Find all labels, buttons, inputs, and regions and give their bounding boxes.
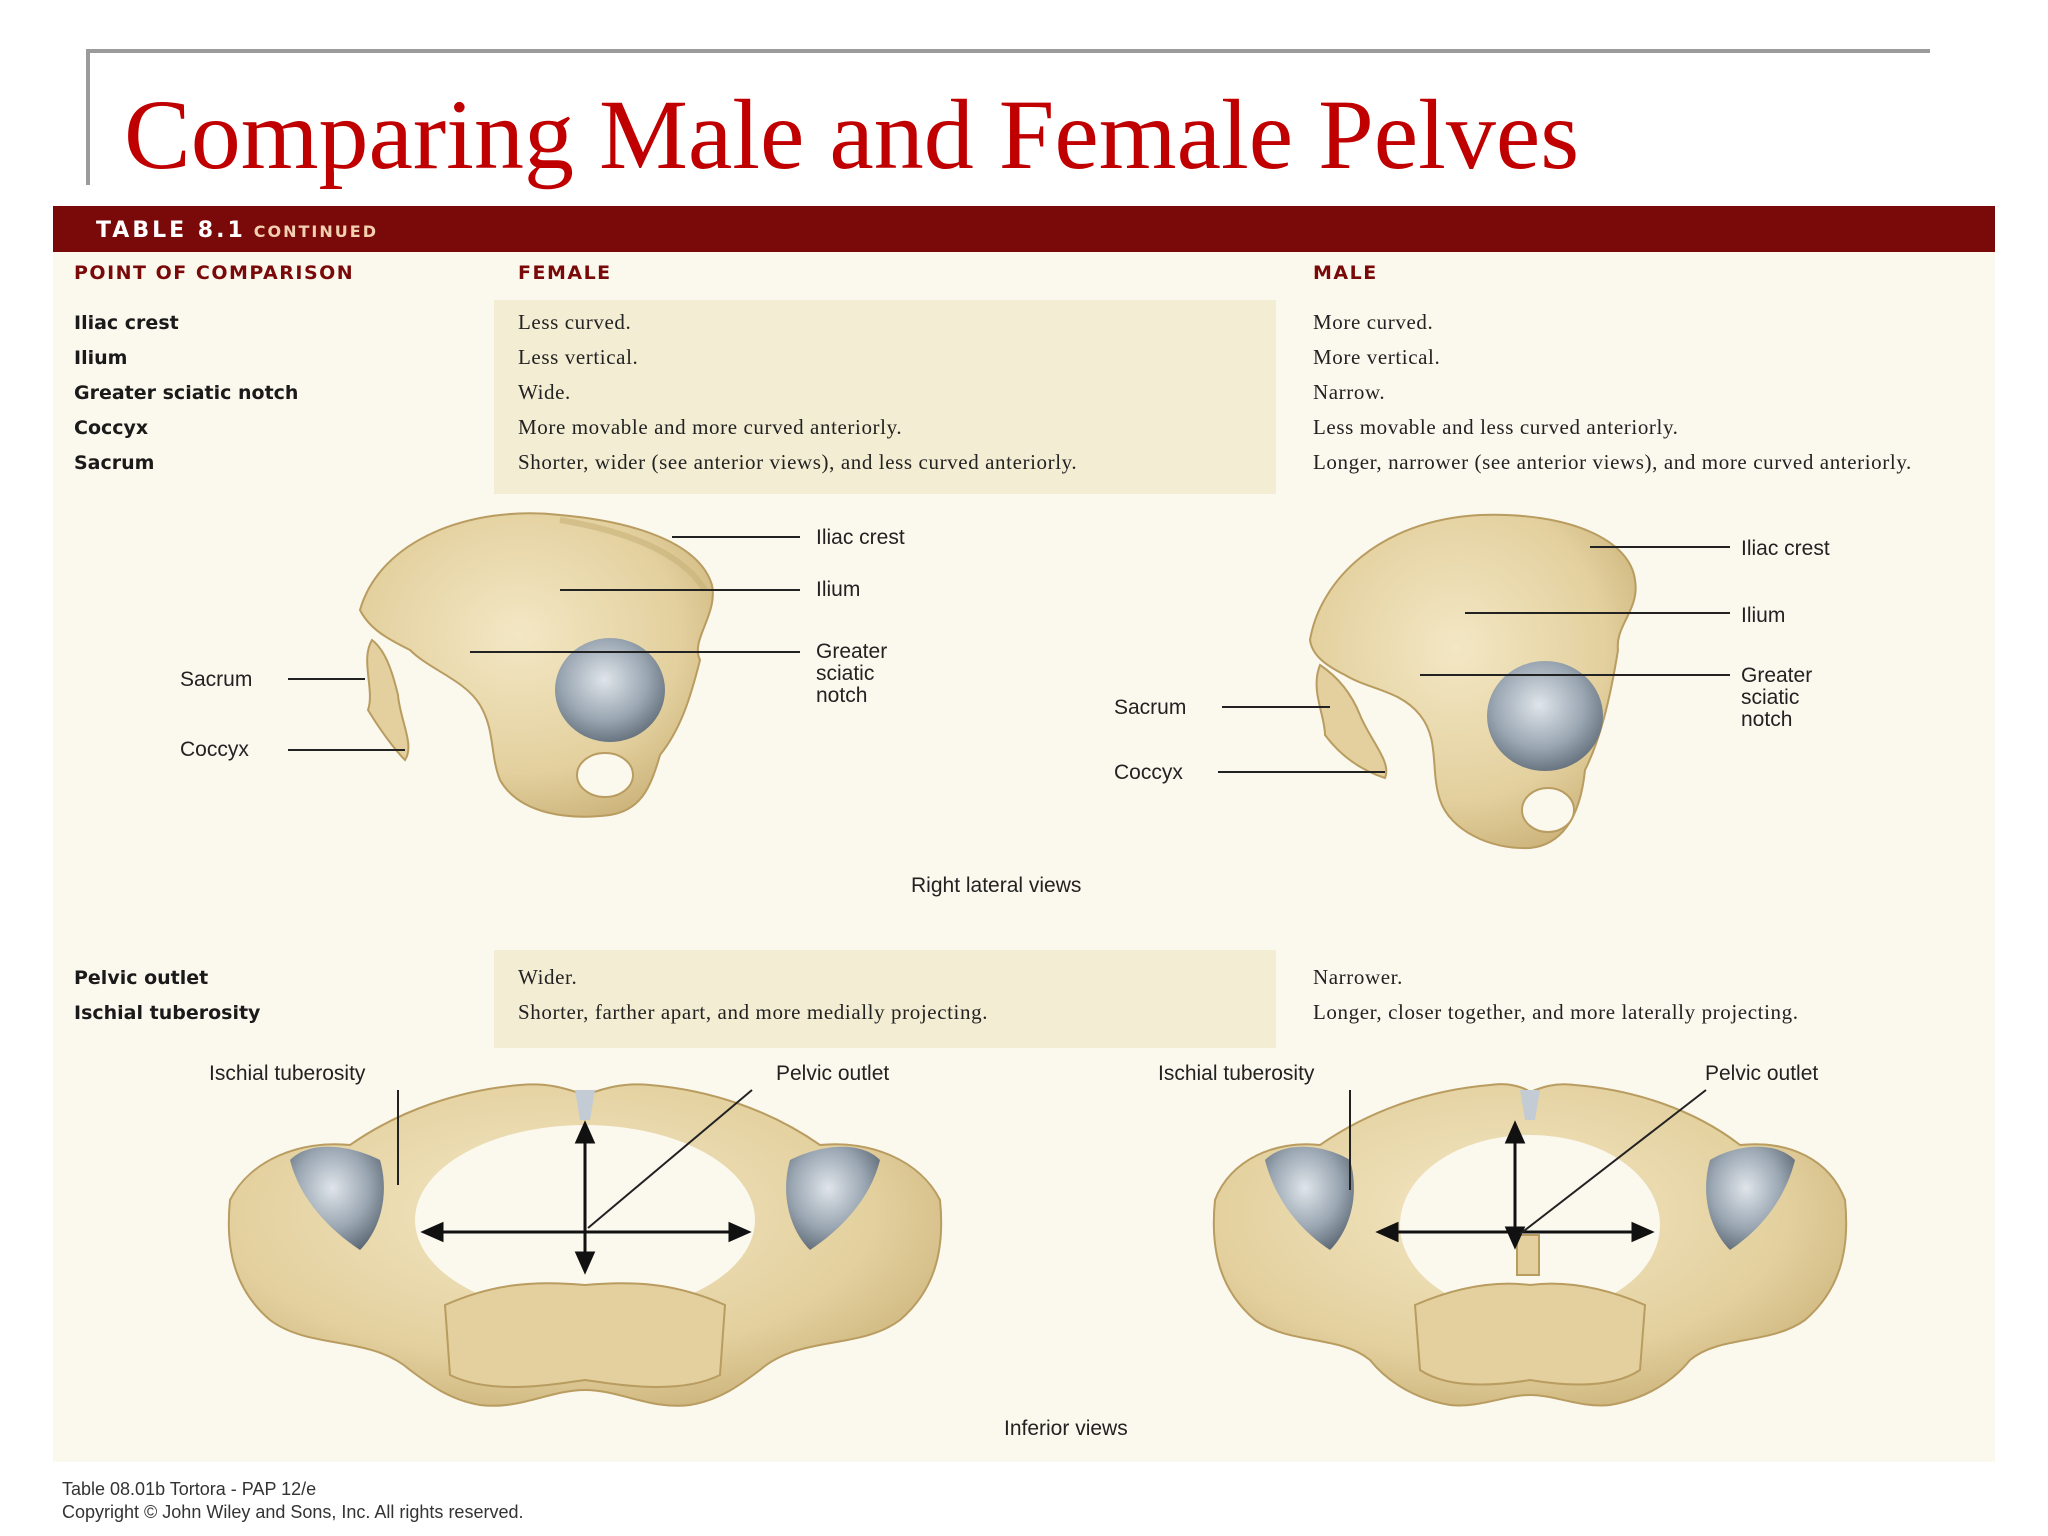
male-inferior-pelvis-figure xyxy=(1212,1083,1848,1407)
male-label-ischial-tuberosity: Ischial tuberosity xyxy=(1158,1062,1315,1085)
table-header-bar xyxy=(53,206,1995,252)
female-sacrum: Shorter, wider (see anterior views), and… xyxy=(518,450,1078,474)
female-pelvic-outlet-arrows xyxy=(420,1120,752,1275)
male-iliac-crest: More curved. xyxy=(1313,310,1434,334)
male-label-coccyx: Coccyx xyxy=(1114,761,1183,784)
row-label-sacrum: Sacrum xyxy=(74,452,155,474)
table-number: TABLE 8.1 xyxy=(96,218,246,243)
row-label-ischial-tuberosity: Ischial tuberosity xyxy=(74,1002,261,1024)
male-lateral-leader-lines xyxy=(1218,546,1730,773)
column-header-female: FEMALE xyxy=(518,262,612,284)
female-pelvic-outlet: Wider. xyxy=(518,965,578,989)
row-label-coccyx: Coccyx xyxy=(74,417,149,439)
row-label-pelvic-outlet: Pelvic outlet xyxy=(74,967,209,989)
female-label-coccyx: Coccyx xyxy=(180,738,249,761)
female-lateral-pelvis-figure xyxy=(358,512,714,818)
male-inferior-leader-lines xyxy=(1349,1089,1707,1235)
female-inferior-leader-lines xyxy=(397,1089,753,1229)
slide-frame-left-line xyxy=(86,49,90,185)
female-column-band-upper xyxy=(494,300,1276,494)
female-label-pelvic-outlet: Pelvic outlet xyxy=(776,1062,890,1085)
copyright-notice: Copyright © John Wiley and Sons, Inc. Al… xyxy=(62,1502,524,1522)
male-pelvic-outlet: Narrower. xyxy=(1313,965,1403,989)
male-label-sacrum: Sacrum xyxy=(1114,696,1187,719)
female-ischial-tuberosity: Shorter, farther apart, and more mediall… xyxy=(518,1000,989,1024)
female-label-iliac-crest: Iliac crest xyxy=(816,526,905,549)
male-coccyx: Less movable and less curved anteriorly. xyxy=(1313,415,1679,439)
male-ischial-tuberosity: Longer, closer together, and more latera… xyxy=(1313,1000,1799,1024)
female-lateral-leader-lines xyxy=(288,536,800,751)
inferior-views-caption: Inferior views xyxy=(1004,1417,1128,1440)
row-label-ilium: Ilium xyxy=(74,347,128,369)
male-label-pelvic-outlet: Pelvic outlet xyxy=(1705,1062,1819,1085)
female-iliac-crest: Less curved. xyxy=(518,310,632,334)
row-label-greater-sciatic-notch: Greater sciatic notch xyxy=(74,382,299,404)
female-label-ischial-tuberosity: Ischial tuberosity xyxy=(209,1062,366,1085)
female-label-ilium: Ilium xyxy=(816,578,861,601)
column-header-male: MALE xyxy=(1313,262,1378,284)
female-label-sacrum: Sacrum xyxy=(180,668,253,691)
female-greater-sciatic-notch: Wide. xyxy=(518,380,571,404)
column-header-comparison: POINT OF COMPARISON xyxy=(74,262,355,284)
female-coccyx: More movable and more curved anteriorly. xyxy=(518,415,903,439)
male-pelvic-outlet-arrows xyxy=(1375,1120,1655,1250)
slide-frame-top-line xyxy=(86,49,1930,53)
male-sacrum: Longer, narrower (see anterior views), a… xyxy=(1313,450,1912,474)
source-credit: Table 08.01b Tortora - PAP 12/e xyxy=(62,1479,317,1499)
female-column-band-lower xyxy=(494,950,1276,1048)
male-lateral-pelvis-figure xyxy=(1308,513,1637,850)
male-label-ilium: Ilium xyxy=(1741,604,1786,627)
lateral-views-caption: Right lateral views xyxy=(911,874,1082,897)
female-label-greater-sciatic-notch: Greater sciatic notch xyxy=(816,640,888,707)
row-label-iliac-crest: Iliac crest xyxy=(74,312,179,334)
table-header: TABLE 8.1 CONTINUED xyxy=(96,218,378,243)
table-continued-label: CONTINUED xyxy=(253,222,378,241)
slide-title: Comparing Male and Female Pelves xyxy=(124,79,1580,190)
male-label-iliac-crest: Iliac crest xyxy=(1741,537,1830,560)
male-ilium: More vertical. xyxy=(1313,345,1441,369)
male-greater-sciatic-notch: Narrow. xyxy=(1313,380,1386,404)
male-label-greater-sciatic-notch: Greater sciatic notch xyxy=(1741,664,1813,731)
female-ilium: Less vertical. xyxy=(518,345,639,369)
